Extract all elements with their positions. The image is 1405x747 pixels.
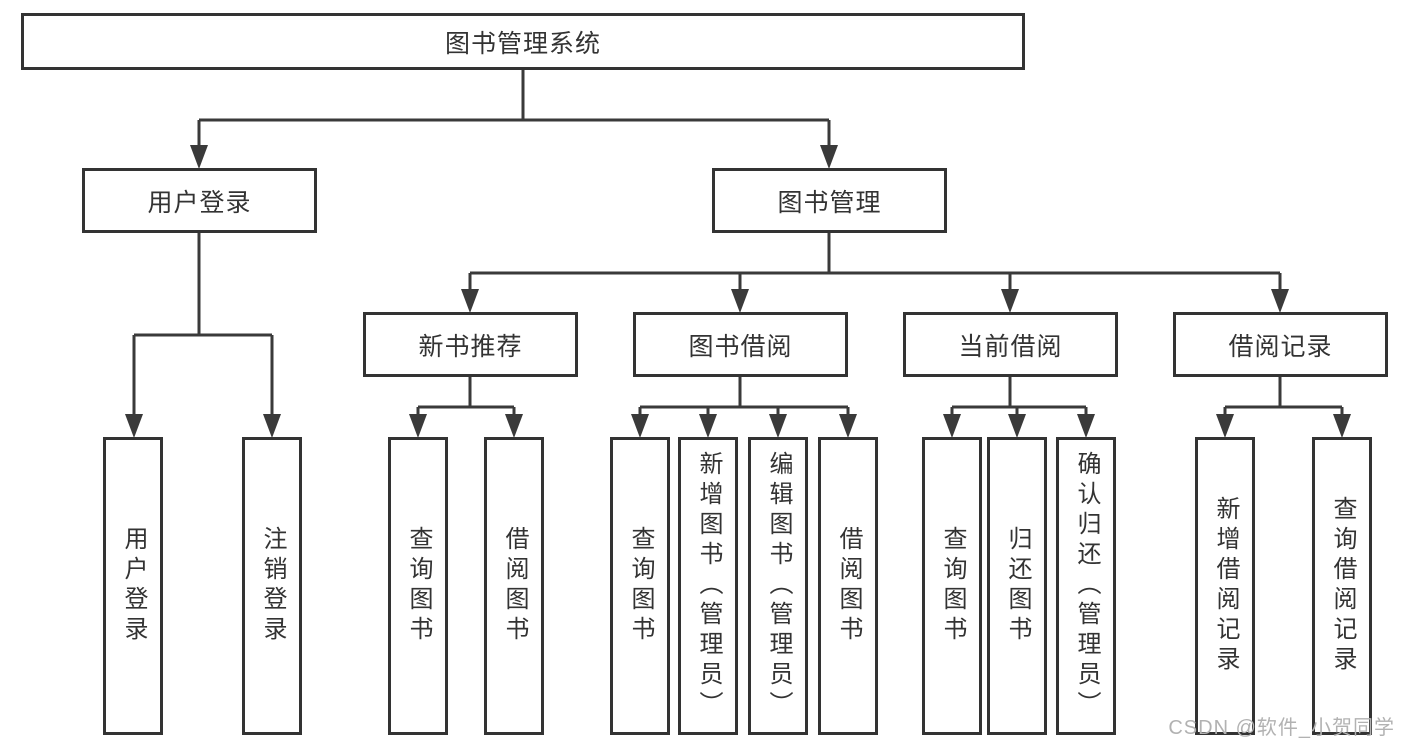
leaf-user-login: 用户登录 [103, 437, 163, 735]
edges-current-borrow [943, 377, 1095, 438]
leaf-confirm-return-admin: 确认归还（管理员） [1056, 437, 1116, 735]
leaf-borrow-books: 借阅图书 [818, 437, 878, 735]
node-user-login: 用户登录 [82, 168, 317, 233]
leaf-query-borrow-record: 查询借阅记录 [1312, 437, 1372, 735]
edges-root [190, 70, 838, 169]
edges-user-login [125, 233, 281, 438]
leaf-add-borrow-record: 新增借阅记录 [1195, 437, 1255, 735]
edges-new-book-recommend [409, 377, 523, 438]
leaf-query-books-current: 查询图书 [922, 437, 982, 735]
node-current-borrow: 当前借阅 [903, 312, 1118, 377]
node-book-borrow: 图书借阅 [633, 312, 848, 377]
leaf-add-books-admin: 新增图书（管理员） [678, 437, 738, 735]
node-borrow-records: 借阅记录 [1173, 312, 1388, 377]
edges-book-management [461, 233, 1289, 313]
node-new-book-recommend: 新书推荐 [363, 312, 578, 377]
leaf-return-books: 归还图书 [987, 437, 1047, 735]
edges-borrow-records [1216, 377, 1351, 438]
edges-book-borrow [631, 377, 857, 438]
node-book-management: 图书管理 [712, 168, 947, 233]
node-library-system: 图书管理系统 [21, 13, 1025, 70]
leaf-query-books-borrow: 查询图书 [610, 437, 670, 735]
leaf-query-books-recommend: 查询图书 [388, 437, 448, 735]
leaf-edit-books-admin: 编辑图书（管理员） [748, 437, 808, 735]
leaf-logout: 注销登录 [242, 437, 302, 735]
watermark: CSDN @软件_小贺同学 [1168, 717, 1395, 739]
leaf-borrow-books-recommend: 借阅图书 [484, 437, 544, 735]
